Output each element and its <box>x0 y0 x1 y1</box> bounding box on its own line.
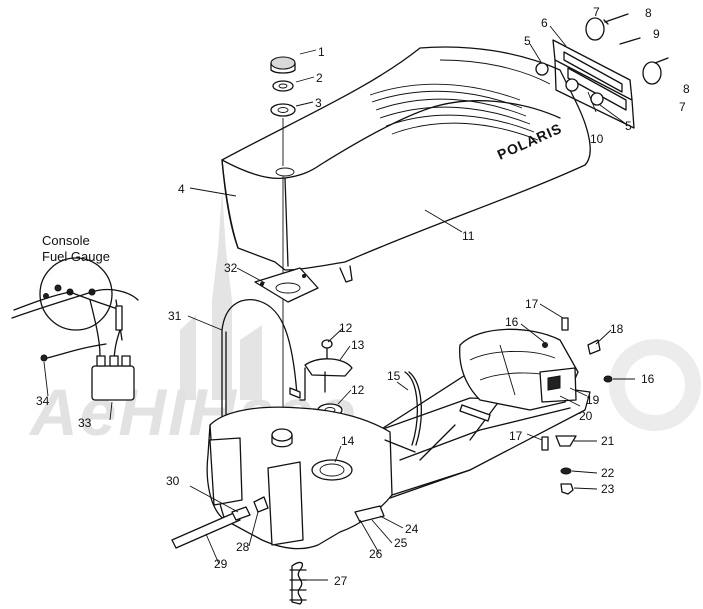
cap-part-1 <box>270 56 296 70</box>
lower-left-parts <box>171 496 307 605</box>
callout-30: 30 <box>166 474 180 488</box>
callout-26: 26 <box>369 547 383 561</box>
callout-19: 19 <box>586 393 600 407</box>
callout-14: 14 <box>341 434 355 448</box>
seat-body <box>221 46 591 271</box>
washer-part-2 <box>272 80 294 92</box>
seat-cap-stack <box>270 56 296 410</box>
console-caption-line-1: Console <box>42 233 90 248</box>
callout-7b: 7 <box>679 100 686 114</box>
cap-part-7a <box>585 17 605 41</box>
callout-11: 11 <box>462 229 475 243</box>
callout-24: 24 <box>405 522 419 536</box>
filler-neck-part-14 <box>311 459 353 481</box>
callout-18: 18 <box>610 322 624 336</box>
callout-33: 33 <box>78 416 92 430</box>
hose-part-29 <box>171 511 241 549</box>
callout-8b: 8 <box>683 82 690 96</box>
callout-31: 31 <box>168 309 182 323</box>
callout-5a: 5 <box>524 34 531 48</box>
callout-7a: 7 <box>593 5 600 19</box>
fitting-part-28 <box>253 496 269 513</box>
callout-12b: 12 <box>351 383 365 397</box>
callout-17b: 17 <box>509 429 523 443</box>
callout-28: 28 <box>236 540 250 554</box>
callout-10: 10 <box>590 132 604 146</box>
callout-1: 1 <box>318 45 325 59</box>
fuel-tank <box>206 328 591 550</box>
callout-13: 13 <box>351 338 365 352</box>
callout-6: 6 <box>541 16 548 30</box>
nut-part-16a <box>542 342 548 348</box>
fuel-line-part-31 <box>221 299 298 421</box>
callout-22: 22 <box>601 466 615 480</box>
nut-part-16b <box>603 375 613 383</box>
nut-part-23 <box>560 483 574 495</box>
callout-32: 32 <box>224 261 238 275</box>
spring-part-27 <box>291 561 304 605</box>
washer-part-22 <box>560 467 572 475</box>
callout-23: 23 <box>601 482 615 496</box>
callout-16b: 16 <box>641 372 655 386</box>
callout-2: 2 <box>316 71 323 85</box>
seat: POLARIS <box>221 46 591 283</box>
callout-27: 27 <box>334 574 348 588</box>
clamp-part-21 <box>555 435 577 447</box>
callout-12a: 12 <box>339 321 353 335</box>
console-fuel-gauge <box>11 257 139 401</box>
callout-4: 4 <box>178 182 185 196</box>
right-hardware <box>539 317 613 495</box>
gauge-sender-part-33 <box>91 365 135 401</box>
callout-20: 20 <box>579 409 593 423</box>
gasket-part-32 <box>254 267 319 303</box>
callout-3: 3 <box>315 96 322 110</box>
leader-lines <box>43 25 635 581</box>
bolt-part-17b <box>541 436 549 451</box>
callout-17a: 17 <box>525 297 539 311</box>
rear-bracket-assembly <box>535 13 669 129</box>
watermark-church-icon <box>180 190 262 400</box>
callout-21: 21 <box>601 434 615 448</box>
fuel-line-part-15 <box>404 371 418 446</box>
screw-part-34 <box>40 354 48 362</box>
callout-15: 15 <box>387 369 401 383</box>
callout-34: 34 <box>36 394 50 408</box>
cap-part-7b <box>642 61 662 85</box>
callout-16a: 16 <box>505 315 519 329</box>
callout-25: 25 <box>394 536 408 550</box>
callout-8a: 8 <box>645 6 652 20</box>
callout-29: 29 <box>214 557 228 571</box>
bolt-part-17a <box>561 317 569 331</box>
callout-numbers: 1 2 3 4 5 5 6 7 7 8 8 9 10 11 12 12 13 1… <box>36 5 690 588</box>
console-caption-line-2: Fuel Gauge <box>42 249 110 264</box>
sender-float-part-13 <box>304 358 353 377</box>
callout-5b: 5 <box>625 119 632 133</box>
grommet-part-3 <box>270 103 296 117</box>
callout-9: 9 <box>653 27 660 41</box>
